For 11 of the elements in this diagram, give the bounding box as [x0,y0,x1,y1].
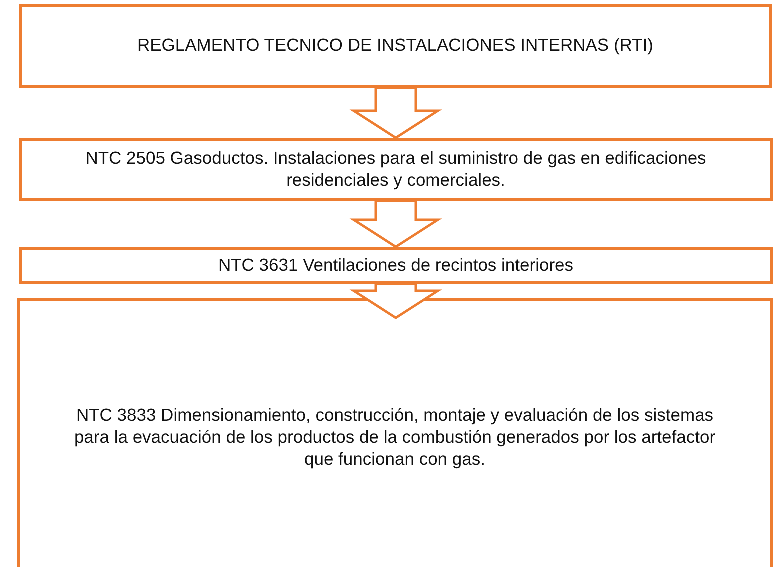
box-text: NTC 3631 Ventilaciones de recintos interiores [217,254,575,276]
box-text: NTC 2505 Gasoductos. Instalaciones para el suministro de gas en edificaciones residenciales y comerciales. [84,148,708,192]
text-box [19,4,772,88]
block-arrow [350,282,442,320]
text-box [19,138,773,201]
block-arrow [350,86,442,140]
block-arrow [350,200,442,248]
text-box [19,247,773,284]
box-text: REGLAMENTO TECNICO DE INSTALACIONES INTERNAS (RTI) [136,35,654,57]
text-box [17,298,773,567]
box-text: NTC 3833 Dimensionamiento, construcción, montaje y evaluación de los sistemas para la evacuación de los productos de la combustión generados por los artefactor que funcionan con gas. [73,405,717,471]
